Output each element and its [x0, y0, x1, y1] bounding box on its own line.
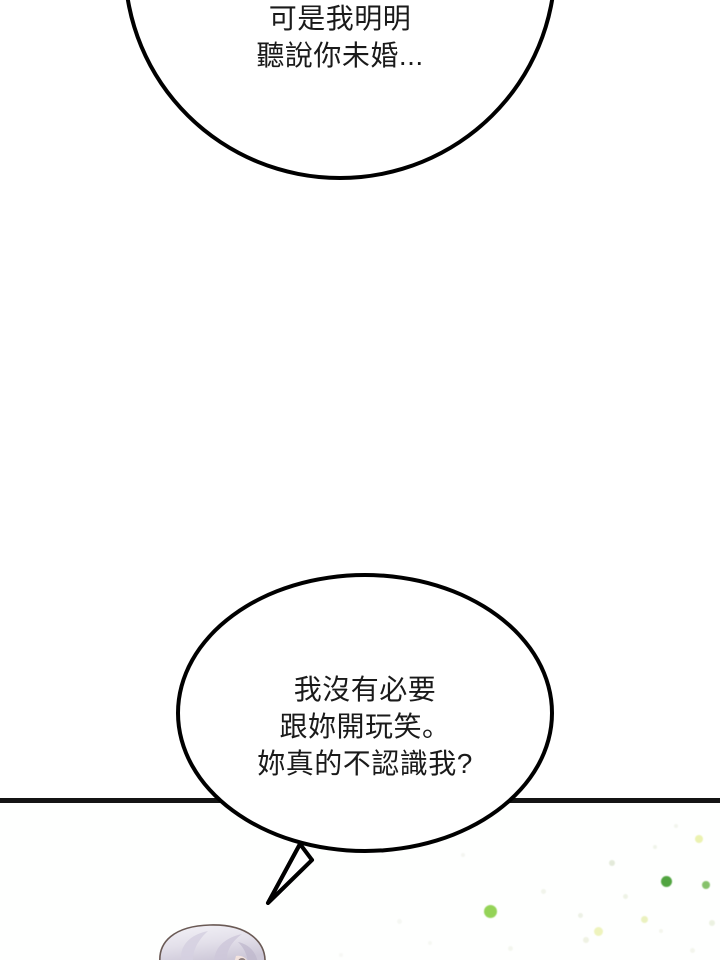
speech-bubble-tail-icon [266, 842, 314, 905]
speech-bubble-top-text: 可是我明明 聽說你未婚... [256, 3, 424, 71]
character-head-silver-hair [159, 924, 266, 960]
speech-bubble-bottom-text: 我沒有必要 跟妳開玩笑。 妳真的不認識我? [257, 674, 473, 779]
speech-bubble-bottom: 我沒有必要 跟妳開玩笑。 妳真的不認識我? [176, 573, 554, 853]
